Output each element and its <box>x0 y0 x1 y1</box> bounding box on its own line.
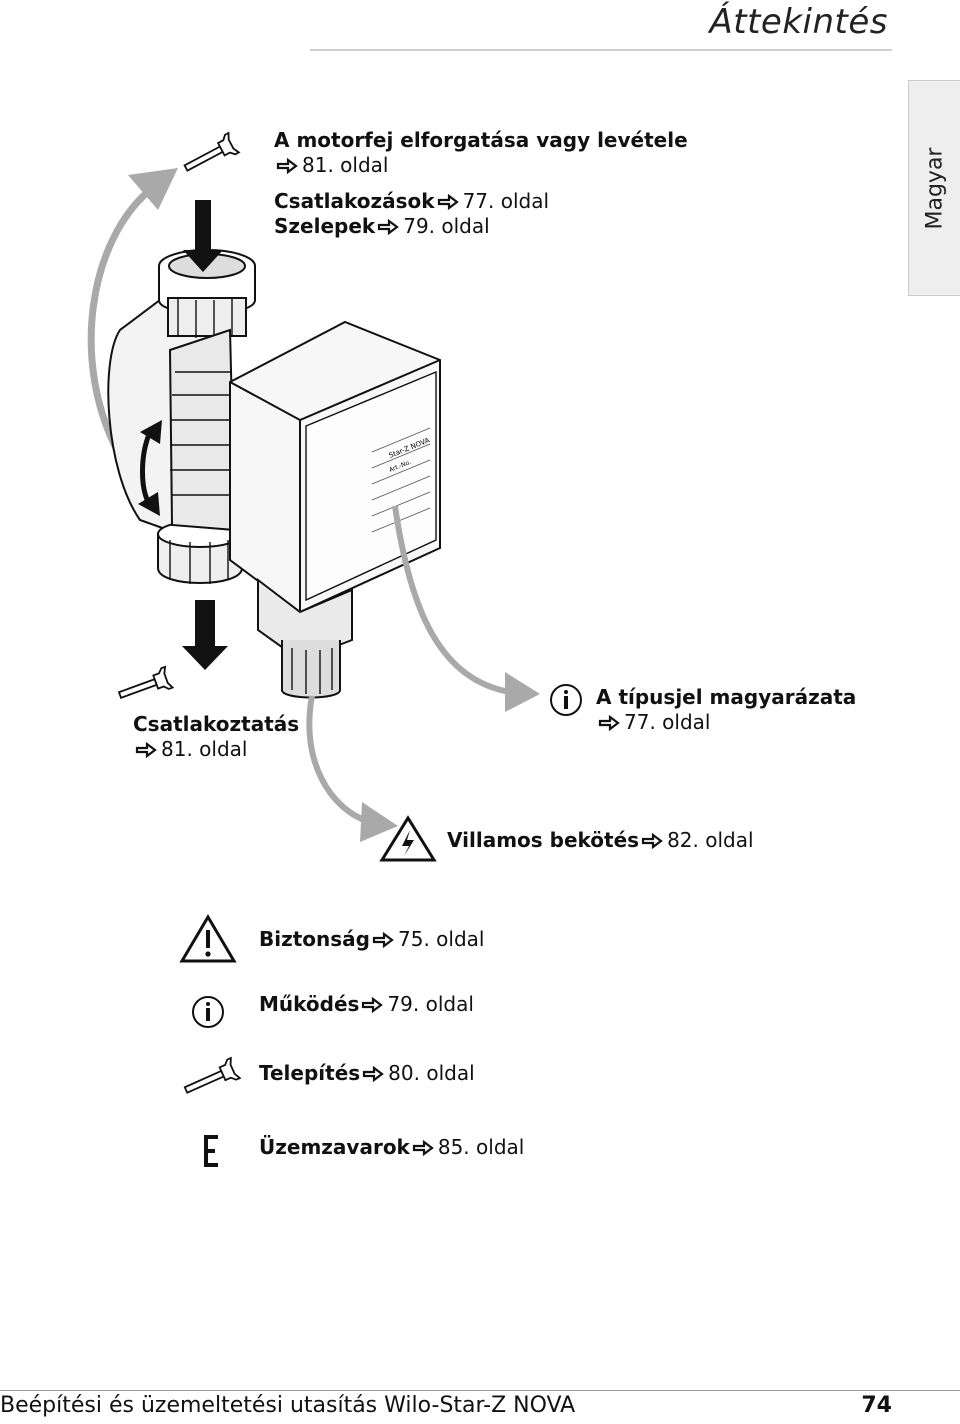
error-code-icon <box>204 1135 218 1167</box>
reference-arrow-icon <box>372 932 394 948</box>
label-connecting-ref[interactable]: 81. oldal <box>133 737 247 762</box>
footer-document-title: Beépítési és üzemeltetési utasítás Wilo-… <box>0 1393 576 1418</box>
language-tab[interactable]: Magyar <box>908 80 960 296</box>
warning-icon <box>179 914 237 963</box>
outlet-arrow <box>182 600 228 670</box>
nameplate <box>371 427 431 533</box>
pump-body <box>107 249 441 699</box>
reference-arrow-icon <box>378 219 400 235</box>
reference-arrow-icon <box>135 742 157 758</box>
footer-page-number: 74 <box>861 1393 892 1418</box>
rotation-double-arrow <box>138 420 162 516</box>
reference-arrow-icon <box>437 194 459 210</box>
wrench-icon <box>117 665 175 699</box>
reference-arrow-icon <box>641 833 663 849</box>
header-divider <box>310 49 892 51</box>
label-motorhead-ref[interactable]: 81. oldal <box>274 153 388 178</box>
label-motorhead: A motorfej elforgatása vagy levétele <box>274 128 688 152</box>
electrical-arrow-head <box>360 802 398 842</box>
reference-arrow-icon <box>276 158 298 174</box>
page-footer: Beépítési és üzemeltetési utasítás Wilo-… <box>0 1390 960 1424</box>
label-type-key: A típusjel magyarázata <box>596 685 857 709</box>
reference-arrow-icon <box>363 1066 385 1082</box>
info-icon <box>192 996 224 1028</box>
page-title: Áttekintés <box>709 2 888 42</box>
typekey-arrow <box>392 505 511 695</box>
electrical-arrow <box>306 695 371 825</box>
label-connecting: Csatlakoztatás <box>133 712 300 736</box>
reference-arrow-icon <box>412 1140 434 1156</box>
inlet-arrow <box>183 200 223 272</box>
info-icon <box>550 684 582 716</box>
reference-arrow-icon <box>362 997 384 1013</box>
wrench-icon <box>183 1056 242 1094</box>
wrench-icon <box>183 131 241 172</box>
reference-arrow-icon <box>598 715 620 731</box>
rotation-arrow-head <box>128 168 178 210</box>
label-type-key-ref[interactable]: 77. oldal <box>596 710 710 735</box>
electrical-hazard-icon <box>379 815 437 862</box>
rotation-arrow <box>87 187 153 454</box>
typekey-arrow-head <box>505 672 540 712</box>
